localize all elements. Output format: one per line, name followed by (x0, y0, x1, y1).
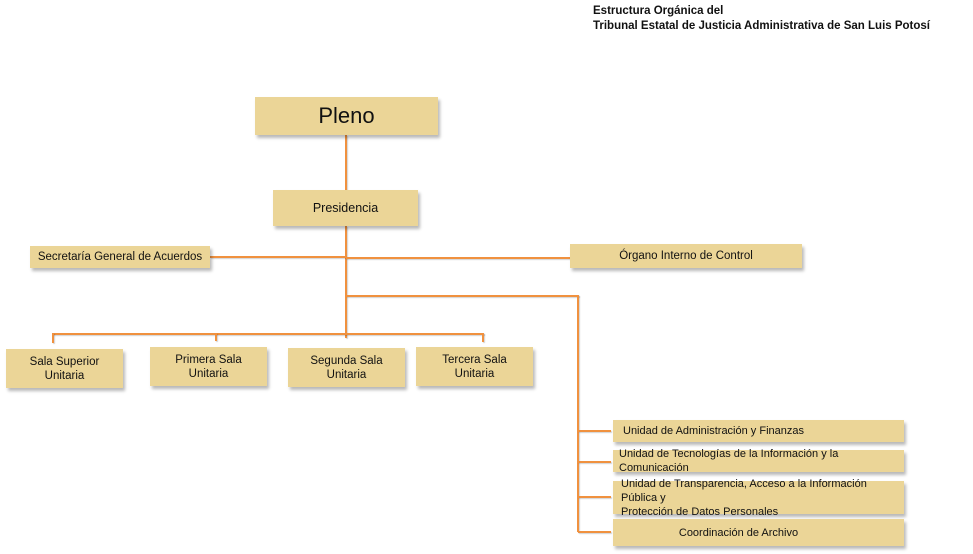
chart-title: Estructura Orgánica del Tribunal Estatal… (593, 4, 930, 34)
node-presidencia-label: Presidencia (312, 201, 379, 215)
sala-label-l2: Unitaria (326, 368, 367, 381)
connector-sala-1 (52, 333, 54, 343)
connector-unidad-4 (578, 531, 611, 533)
connector-secretaria (210, 256, 346, 258)
node-coordinacion-archivo: Coordinación de Archivo (613, 519, 904, 546)
node-pleno-label: Pleno (318, 103, 375, 128)
title-line-2: Tribunal Estatal de Justicia Administrat… (593, 20, 930, 32)
connector-unidad-2 (578, 461, 611, 463)
connector-salas-bar (52, 333, 484, 335)
node-secretaria-label: Secretaría General de Acuerdos (37, 251, 203, 263)
node-unidad-administracion: Unidad de Administración y Finanzas (613, 420, 904, 442)
node-organo-label: Órgano Interno de Control (619, 250, 753, 262)
connector-unidad-3 (578, 496, 611, 498)
connector-sala-4 (482, 333, 484, 342)
connector-unidades-branch (346, 295, 579, 297)
unidad-label: Coordinación de Archivo (678, 526, 799, 539)
unidad-label-l2: Protección de Datos Personales (621, 505, 779, 518)
node-organo: Órgano Interno de Control (570, 244, 802, 268)
node-unidad-transparencia: Unidad de Transparencia, Acceso a la Inf… (613, 478, 904, 518)
sala-label-l2: Unitaria (44, 369, 85, 382)
connector-sala-2 (215, 333, 217, 341)
sala-label-l1: Primera Sala (175, 353, 242, 366)
node-pleno: Pleno (255, 97, 438, 135)
connector-unidad-1 (578, 430, 611, 432)
node-unidad-tecnologias: Unidad de Tecnologías de la Información … (613, 448, 904, 474)
sala-label-l1: Tercera Sala (442, 353, 507, 366)
sala-label-l1: Sala Superior (29, 355, 100, 368)
sala-label-l2: Unitaria (454, 367, 495, 380)
unidad-label-l1: Unidad de Transparencia, Acceso a la Inf… (621, 477, 867, 504)
unidad-label: Unidad de Administración y Finanzas (623, 425, 804, 437)
unidad-label: Unidad de Tecnologías de la Información … (619, 448, 839, 474)
connector-pleno-presidencia (345, 135, 347, 191)
connector-unidades-trunk (577, 295, 579, 532)
sala-label-l1: Segunda Sala (310, 354, 383, 367)
node-presidencia: Presidencia (273, 190, 418, 226)
sala-label-l2: Unitaria (188, 367, 229, 380)
node-secretaria: Secretaría General de Acuerdos (30, 246, 210, 268)
connector-presidencia-trunk (345, 226, 347, 338)
title-line-1: Estructura Orgánica del (593, 5, 724, 17)
connector-organo (346, 257, 570, 259)
